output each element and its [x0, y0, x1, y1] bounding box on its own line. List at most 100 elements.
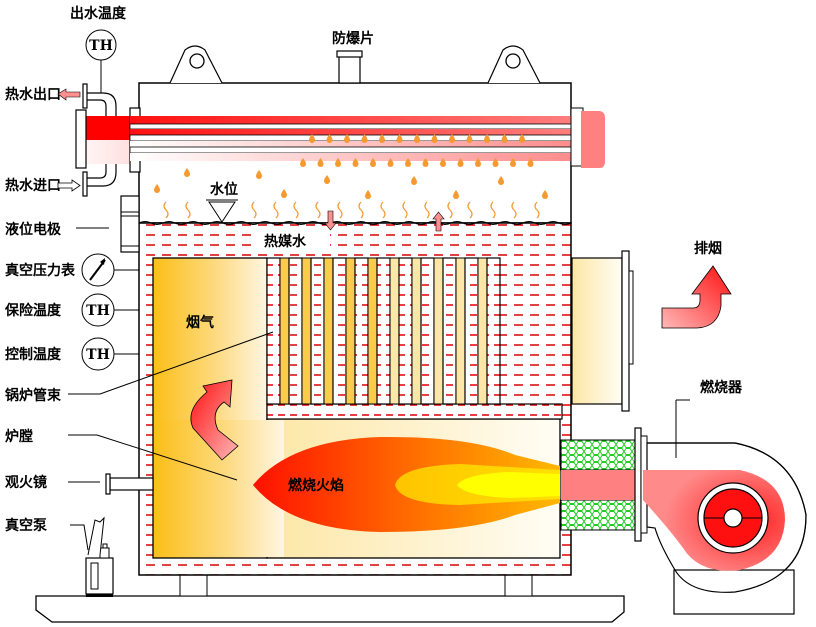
- steam-wave: [424, 201, 430, 219]
- gas-pass: [345, 257, 356, 405]
- sight-glass: [105, 473, 154, 495]
- exhaust-arrow: [661, 265, 732, 329]
- droplet: [387, 158, 394, 167]
- droplet: [361, 134, 368, 143]
- droplet: [309, 134, 315, 143]
- droplet: [184, 168, 190, 177]
- droplet: [324, 175, 330, 184]
- svg-text:TH: TH: [86, 303, 110, 319]
- steam-wave: [358, 201, 364, 219]
- droplet: [492, 158, 499, 167]
- gas-pass: [323, 257, 334, 405]
- droplet: [519, 134, 525, 143]
- base-foundation: [35, 573, 625, 623]
- steam-wave: [251, 201, 257, 219]
- droplet: [457, 158, 464, 167]
- droplet: [440, 158, 446, 167]
- steam-wave: [511, 201, 517, 219]
- vacuum-pressure-gauge: [81, 253, 139, 287]
- gas-pass: [367, 257, 378, 405]
- flame: [253, 436, 560, 532]
- droplet: [281, 189, 287, 198]
- droplet: [453, 190, 459, 199]
- droplet: [352, 158, 359, 167]
- gas-pass: [455, 257, 466, 405]
- steam-waves: [163, 201, 540, 219]
- label-explosion-disc: 防爆片: [332, 30, 374, 47]
- water-tube: [376, 257, 391, 405]
- droplet: [466, 134, 473, 143]
- steam-wave: [163, 201, 169, 219]
- label-flue-gas: 烟气: [186, 314, 214, 331]
- droplet: [542, 190, 548, 199]
- droplet: [365, 190, 371, 199]
- water-tube: [486, 257, 501, 405]
- droplet: [501, 134, 508, 143]
- droplet: [510, 158, 516, 167]
- droplet: [154, 184, 160, 193]
- inlet-arrow-icon: [57, 179, 81, 192]
- label-exhaust: 排烟: [694, 240, 722, 257]
- droplet: [411, 176, 417, 185]
- droplet: [317, 158, 324, 167]
- droplet: [370, 158, 376, 167]
- flue-gas-arrow: [190, 379, 239, 461]
- outlet-arrow-icon: [57, 88, 81, 101]
- water-tube: [398, 257, 413, 405]
- droplet: [300, 158, 306, 167]
- gas-pass: [279, 257, 290, 405]
- vacuum-pump: [70, 516, 114, 597]
- outlet-temp-gauge: TH: [85, 29, 117, 93]
- tube-bundle: [266, 257, 501, 405]
- steam-wave: [337, 201, 343, 219]
- droplet: [396, 134, 403, 143]
- water-tube: [442, 257, 457, 405]
- protection-temp-gauge: TH: [81, 293, 139, 327]
- label-sight-glass: 观火镜: [5, 474, 47, 491]
- label-flame: 燃烧火焰: [288, 477, 344, 494]
- droplet: [527, 158, 534, 167]
- steam-wave: [447, 201, 453, 219]
- label-heat-medium-water: 热媒水: [264, 233, 307, 250]
- gas-pass: [477, 257, 488, 405]
- water-level-marker: [206, 199, 238, 223]
- steam-wave: [380, 201, 386, 219]
- label-hot-water-inlet: 热水进口: [5, 177, 61, 194]
- heat-exchanger-tubes: [75, 83, 605, 197]
- circulation-arrows: [324, 210, 445, 232]
- water-tube: [266, 257, 281, 405]
- steam-wave: [534, 201, 540, 219]
- water-tube: [354, 257, 369, 405]
- control-temp-gauge: TH: [81, 337, 139, 371]
- steam-wave: [293, 201, 299, 219]
- gas-pass: [301, 257, 312, 405]
- gas-pass: [433, 257, 444, 405]
- burner-throat: [560, 427, 648, 542]
- label-protection-temp: 保险温度: [4, 302, 62, 319]
- label-water-level: 水位: [210, 181, 238, 198]
- water-tube: [420, 257, 435, 405]
- label-hot-water-outlet: 热水出口: [5, 86, 61, 103]
- droplet: [344, 134, 350, 143]
- water-tube: [310, 257, 325, 405]
- smoke-box: [571, 250, 634, 412]
- label-vacuum-gauge: 真空压力表: [5, 262, 76, 279]
- label-outlet-temp: 出水温度: [70, 5, 127, 22]
- level-electrode: [120, 195, 140, 253]
- label-tube-bundle: 锅炉管束: [5, 387, 62, 404]
- condensate-droplets: [154, 134, 548, 199]
- steam-wave: [315, 201, 321, 219]
- steam-wave: [185, 201, 191, 219]
- droplet: [498, 176, 504, 185]
- steam-wave: [273, 201, 279, 219]
- droplet: [405, 158, 411, 167]
- droplet: [484, 134, 490, 143]
- droplet: [256, 170, 262, 179]
- droplet: [422, 158, 429, 167]
- droplet: [475, 158, 481, 167]
- droplet: [431, 134, 438, 143]
- steam-wave: [467, 201, 473, 219]
- gas-pass: [411, 257, 422, 405]
- water-tube: [464, 257, 479, 405]
